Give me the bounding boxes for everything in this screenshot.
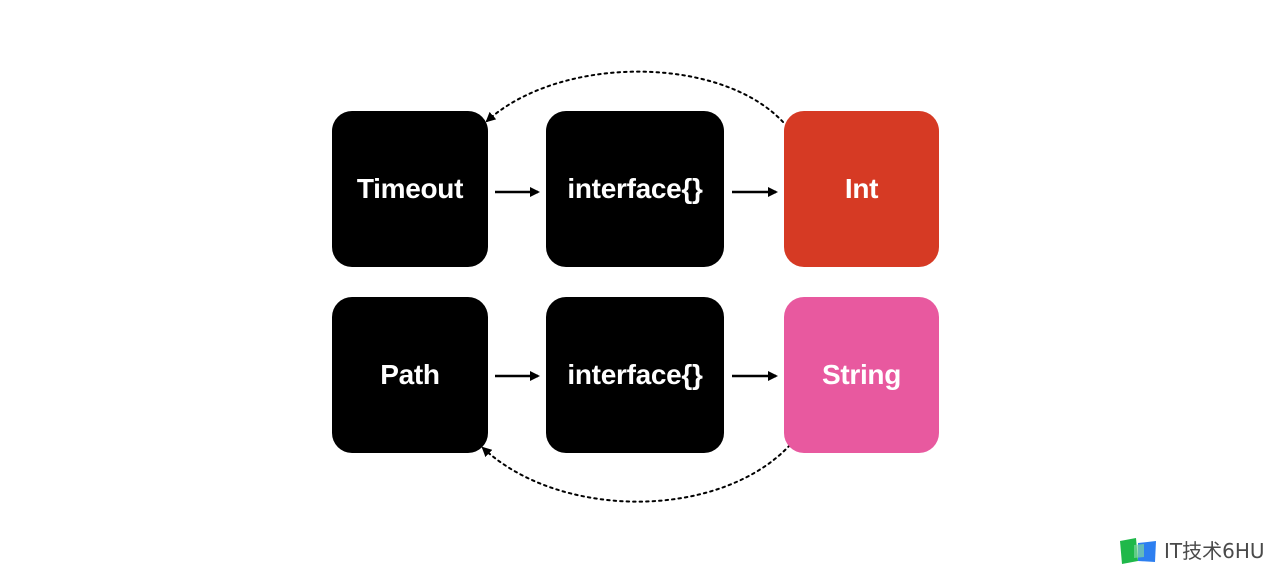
node-path: Path (332, 297, 488, 453)
dotted-arrow-string-to-path (481, 444, 791, 503)
node-interface-bottom-label: interface{} (567, 359, 703, 390)
node-string-label: String (821, 359, 902, 390)
book-logo-icon (1120, 538, 1156, 564)
node-interface-top-label: interface{} (567, 173, 703, 204)
node-string: String (784, 297, 939, 453)
node-interface-top: interface{} (546, 111, 724, 267)
node-timeout-label: Timeout (356, 173, 464, 204)
node-interface-bottom: interface{} (546, 297, 724, 453)
node-int-label: Int (844, 173, 879, 204)
node-int: Int (784, 111, 939, 267)
watermark: IT技术6HU (1118, 536, 1265, 566)
node-path-label: Path (380, 359, 440, 390)
watermark-text: IT技术6HU (1164, 539, 1265, 563)
node-timeout: Timeout (332, 111, 488, 267)
